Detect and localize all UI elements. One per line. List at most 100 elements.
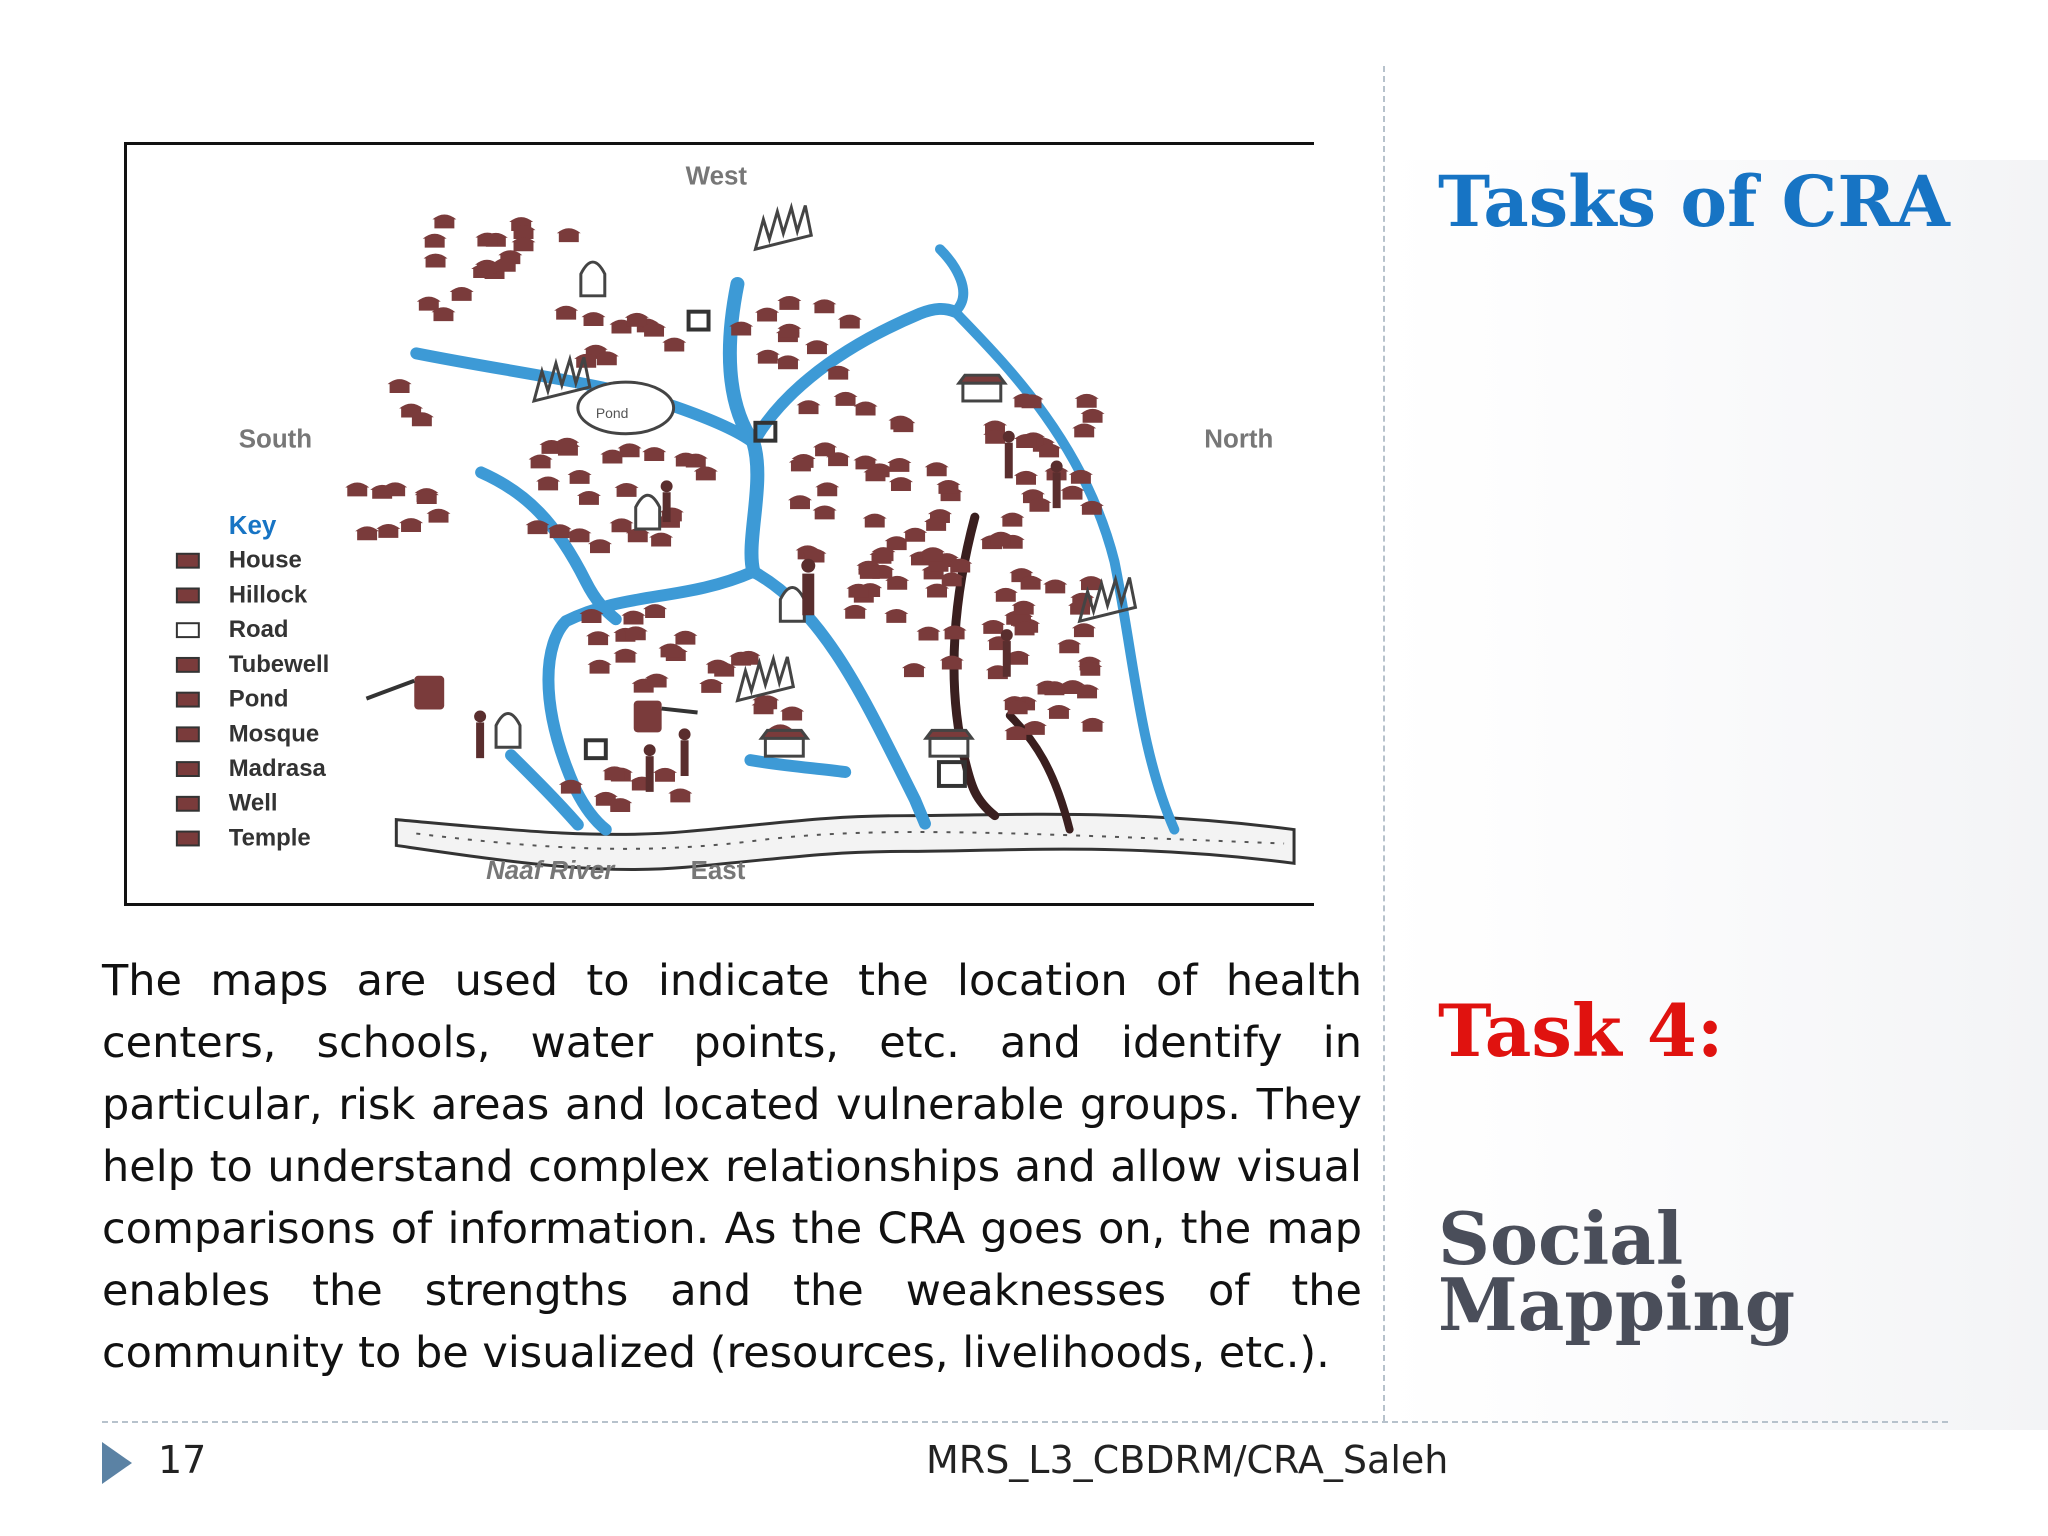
house-icon — [863, 467, 888, 482]
house-icon — [891, 418, 916, 433]
house-icon — [1004, 726, 1029, 741]
house-icon — [649, 532, 674, 547]
house-icon — [642, 447, 667, 461]
house-icon — [1005, 700, 1030, 715]
house-icon — [776, 355, 800, 370]
house-icon — [755, 349, 780, 364]
house-icon — [699, 678, 724, 693]
house-icon — [576, 490, 601, 505]
house-icon — [414, 490, 439, 504]
house-icon — [614, 482, 639, 497]
house-icon — [602, 766, 627, 781]
house-icon — [862, 513, 887, 528]
house-icon — [981, 619, 1006, 634]
house-icon — [1027, 497, 1052, 512]
key-hillock-icon — [175, 587, 200, 604]
house-icon — [755, 307, 780, 322]
house-icon — [777, 323, 802, 338]
key-item-pond: Pond — [229, 686, 289, 713]
key-madrasa-icon — [175, 761, 200, 777]
house-icon — [608, 798, 633, 813]
house-icon — [846, 583, 871, 598]
house-icon — [399, 403, 424, 418]
key-mosque-icon — [175, 726, 200, 743]
house-icon — [600, 449, 625, 464]
house-icon — [983, 420, 1007, 435]
house-icon — [355, 526, 380, 541]
house-icon — [1072, 423, 1097, 438]
house-icon — [942, 625, 967, 640]
house-icon — [623, 626, 648, 641]
house-icon — [613, 648, 638, 663]
house-icon — [471, 264, 496, 278]
house-icon — [525, 520, 550, 535]
house-icon — [1078, 661, 1103, 676]
house-icon — [903, 527, 928, 542]
tubewell-markers — [474, 430, 1063, 792]
house-icon — [642, 322, 667, 337]
house-icon — [1014, 470, 1038, 485]
house-icon — [370, 484, 395, 499]
house-icon — [751, 700, 776, 715]
house-icon — [586, 631, 611, 646]
house-icon — [925, 583, 950, 598]
house-icon — [493, 257, 518, 272]
house-icon — [653, 767, 677, 782]
task-name: Social Mapping — [1438, 1203, 1795, 1341]
well-markers — [365, 675, 698, 733]
right-panel — [1384, 160, 2048, 1430]
house-icon — [884, 608, 909, 623]
house-icon — [567, 528, 592, 543]
house-icon — [693, 466, 718, 481]
house-icon — [1012, 621, 1037, 636]
house-icon — [511, 237, 536, 252]
house-icon — [1022, 720, 1047, 735]
house-icon — [555, 437, 580, 452]
body-paragraph: The maps are used to indicate the locati… — [102, 956, 1362, 1378]
house-icon — [1042, 681, 1067, 696]
house-icon — [625, 528, 650, 543]
key-temple-icon — [175, 830, 200, 847]
key-item-hillock: Hillock — [229, 581, 308, 608]
label-east: East — [691, 857, 746, 885]
house-icon — [843, 604, 868, 619]
slide-triangle-icon — [102, 1442, 132, 1484]
house-icon — [837, 314, 862, 329]
house-icon — [884, 536, 909, 551]
house-icon — [475, 232, 500, 247]
house-icon — [1079, 576, 1103, 591]
house-icon — [423, 253, 448, 268]
key-house-icon — [175, 552, 200, 569]
house-icon — [812, 505, 837, 520]
house-icon — [567, 469, 592, 484]
house-icon — [426, 508, 451, 523]
house-icon — [939, 655, 964, 670]
house-icon — [936, 479, 961, 494]
house-icon — [788, 495, 812, 510]
house-icon — [926, 557, 951, 572]
house-icon — [736, 650, 761, 665]
key-item-tubewell: Tubewell — [229, 651, 330, 678]
house-icon — [857, 564, 882, 579]
map-key: Key HouseHillockRoadTubewellPondMosqueMa… — [175, 512, 330, 851]
pond-markers — [583, 309, 967, 788]
pond-shape — [576, 380, 676, 436]
house-icon — [902, 663, 926, 678]
house-icon — [1057, 639, 1082, 654]
house-icon — [554, 305, 579, 320]
key-road-icon — [175, 622, 200, 639]
house-icon — [988, 531, 1013, 546]
house-icon — [1080, 717, 1105, 732]
house-icon — [345, 482, 370, 497]
key-well-icon — [175, 795, 200, 812]
house-icon — [556, 228, 581, 243]
house-icon — [422, 233, 447, 248]
key-pond-icon — [175, 691, 200, 708]
house-icon — [673, 630, 698, 645]
house-icon — [1075, 684, 1100, 699]
house-icon — [536, 476, 561, 491]
vertical-divider — [1383, 66, 1385, 1421]
madrasa-markers — [758, 373, 1008, 758]
house-icon — [1068, 469, 1093, 484]
house-icon — [833, 391, 858, 406]
